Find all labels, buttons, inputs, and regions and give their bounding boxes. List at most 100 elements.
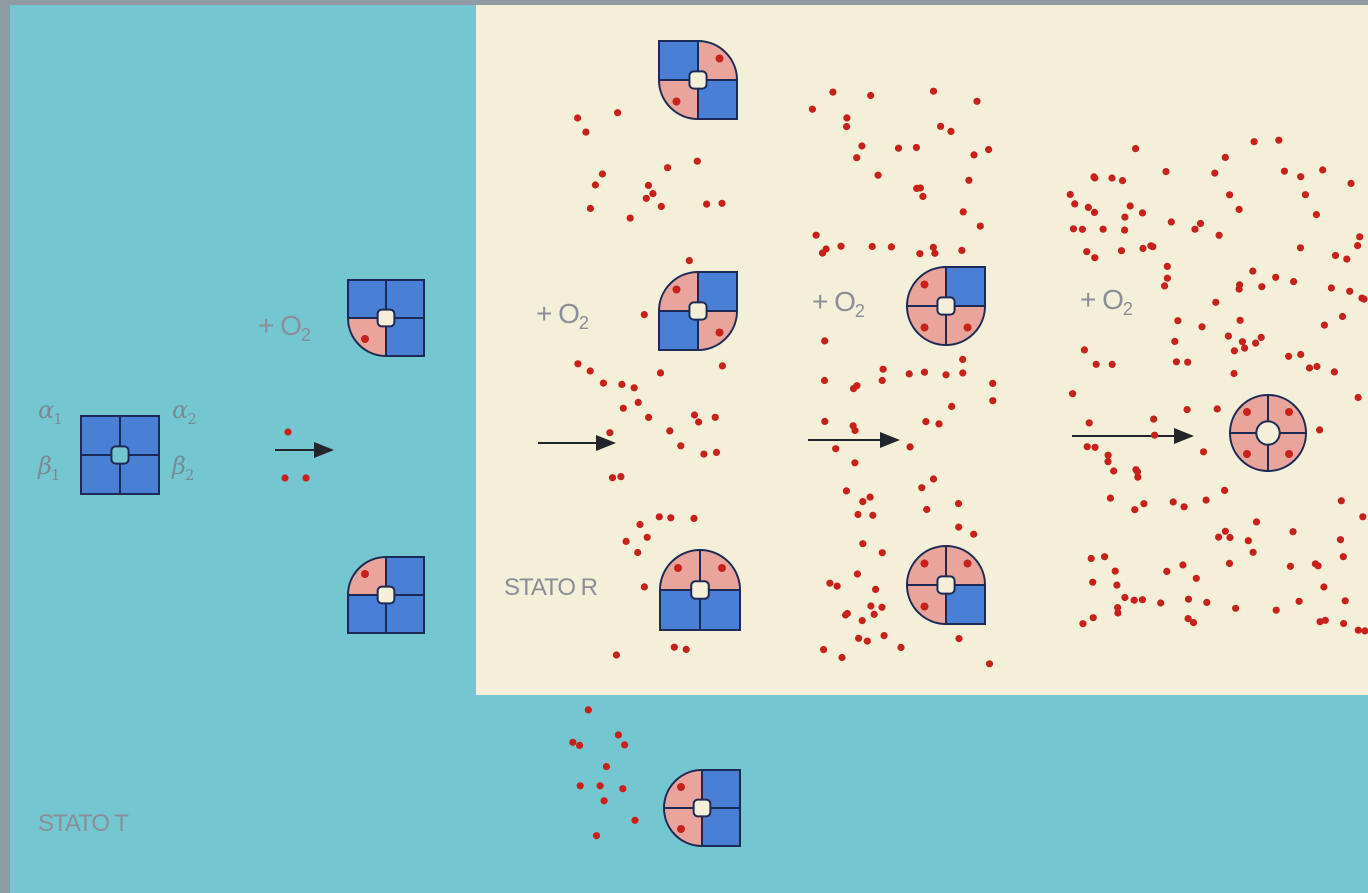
oxygen-dot bbox=[989, 379, 997, 387]
oxygen-dot bbox=[574, 360, 582, 368]
oxygen-dot bbox=[959, 355, 967, 363]
oxygen-dot bbox=[621, 741, 629, 749]
oxygen-dot bbox=[863, 637, 871, 645]
oxygen-dot bbox=[843, 609, 851, 618]
oxygen-dot bbox=[1257, 333, 1265, 341]
oxygen-dot bbox=[1090, 208, 1099, 216]
oxygen-dot bbox=[937, 122, 945, 130]
oxygen-dot bbox=[1163, 274, 1171, 282]
beta2-label: β2 bbox=[172, 452, 194, 484]
oxygen-dot bbox=[582, 128, 590, 136]
oxygen-dot bbox=[1244, 537, 1252, 545]
oxygen-dot bbox=[829, 88, 837, 96]
oxygen-dot bbox=[649, 190, 657, 198]
oxygen-dot bbox=[1213, 405, 1221, 413]
oxygen-dot bbox=[1354, 393, 1362, 402]
oxygen-dot bbox=[1225, 559, 1234, 568]
oxygen-dot bbox=[1150, 415, 1158, 423]
oxygen-dot bbox=[821, 417, 829, 425]
oxygen-dot bbox=[1184, 358, 1192, 366]
oxygen-dot bbox=[1250, 138, 1258, 146]
bound-oxygen bbox=[715, 54, 724, 63]
bound-oxygen bbox=[715, 328, 724, 337]
oxygen-dot bbox=[1232, 604, 1240, 612]
oxygen-dot bbox=[872, 585, 880, 594]
oxygen-dot bbox=[874, 171, 882, 179]
oxygen-dot bbox=[1140, 500, 1148, 508]
oxygen-dot bbox=[808, 105, 817, 113]
bound-oxygen bbox=[963, 559, 972, 568]
oxygen-dot bbox=[1134, 473, 1142, 481]
oxygen-dot bbox=[851, 459, 859, 467]
oxygen-dot bbox=[1083, 248, 1091, 256]
oxygen-dot bbox=[833, 582, 841, 590]
oxygen-dot bbox=[1087, 554, 1095, 563]
oxygen-dot bbox=[712, 448, 721, 456]
o2-label-4: + O2 bbox=[1080, 284, 1133, 319]
oxygen-dot bbox=[1289, 528, 1297, 536]
oxygen-dot bbox=[1162, 168, 1170, 176]
oxygen-dot bbox=[1091, 254, 1099, 262]
bound-oxygen bbox=[672, 285, 681, 294]
oxygen-dot bbox=[1172, 358, 1180, 366]
oxygen-dot bbox=[853, 154, 861, 162]
oxygen-dot bbox=[1084, 203, 1092, 211]
oxygen-dot bbox=[1361, 627, 1368, 635]
oxygen-dot bbox=[855, 634, 863, 642]
hemoglobin-3o2-a bbox=[905, 265, 987, 347]
oxygen-dot bbox=[894, 144, 903, 152]
oxygen-dot bbox=[576, 782, 584, 790]
oxygen-dot bbox=[614, 731, 623, 739]
oxygen-dot bbox=[1180, 503, 1188, 511]
oxygen-dot bbox=[1358, 294, 1366, 302]
oxygen-dot bbox=[859, 498, 867, 506]
oxygen-dot bbox=[1311, 560, 1319, 568]
central-cavity bbox=[936, 575, 956, 595]
oxygen-dot bbox=[1316, 426, 1324, 434]
oxygen-dot bbox=[617, 473, 625, 481]
oxygen-dot bbox=[1179, 561, 1187, 569]
oxygen-dot bbox=[818, 249, 827, 257]
oxygen-dot bbox=[923, 505, 931, 514]
oxygen-dot bbox=[1297, 350, 1305, 359]
oxygen-dot bbox=[1138, 596, 1146, 604]
oxygen-dot bbox=[1101, 553, 1109, 561]
oxygen-dot bbox=[870, 610, 878, 618]
oxygen-dot bbox=[1184, 595, 1193, 603]
oxygen-dot bbox=[1285, 352, 1293, 360]
oxygen-dot bbox=[614, 109, 622, 117]
oxygen-dot bbox=[985, 146, 993, 154]
oxygen-dot bbox=[1083, 443, 1091, 451]
oxygen-dot bbox=[1121, 226, 1129, 234]
oxygen-dot bbox=[1092, 360, 1100, 368]
bound-oxygen bbox=[1243, 408, 1251, 416]
hemoglobin-3o2-b bbox=[905, 544, 987, 626]
oxygen-dot bbox=[1080, 346, 1088, 354]
state-r-label: STATO R bbox=[504, 574, 598, 601]
oxygen-dot bbox=[644, 181, 653, 189]
oxygen-dot bbox=[643, 533, 651, 541]
oxygen-dot bbox=[1174, 317, 1182, 325]
oxygen-dot bbox=[592, 832, 601, 840]
oxygen-dot bbox=[832, 445, 840, 453]
deoxygenated-subunit bbox=[119, 454, 160, 495]
oxygen-dot bbox=[1183, 406, 1191, 414]
oxygen-dot bbox=[1099, 225, 1107, 233]
oxygen-dot bbox=[1301, 191, 1309, 199]
oxygen-dot bbox=[958, 246, 966, 254]
oxygen-dot bbox=[868, 242, 876, 251]
oxygen-dot bbox=[1163, 567, 1171, 576]
oxygen-dot bbox=[664, 164, 672, 172]
oxygen-dot bbox=[690, 411, 699, 419]
oxygen-dot bbox=[929, 243, 937, 251]
hemoglobin-2o2-d bbox=[662, 768, 741, 848]
oxygen-dot bbox=[656, 369, 665, 377]
oxygen-dot bbox=[922, 418, 930, 426]
oxygen-dot bbox=[640, 311, 648, 319]
oxygen-dot bbox=[1337, 497, 1345, 505]
hemoglobin-4o2 bbox=[1228, 393, 1308, 473]
oxygen-dot bbox=[1104, 451, 1112, 459]
oxygen-dot bbox=[1221, 486, 1229, 494]
oxygen-dot bbox=[970, 151, 978, 159]
oxygen-dot bbox=[596, 782, 604, 790]
